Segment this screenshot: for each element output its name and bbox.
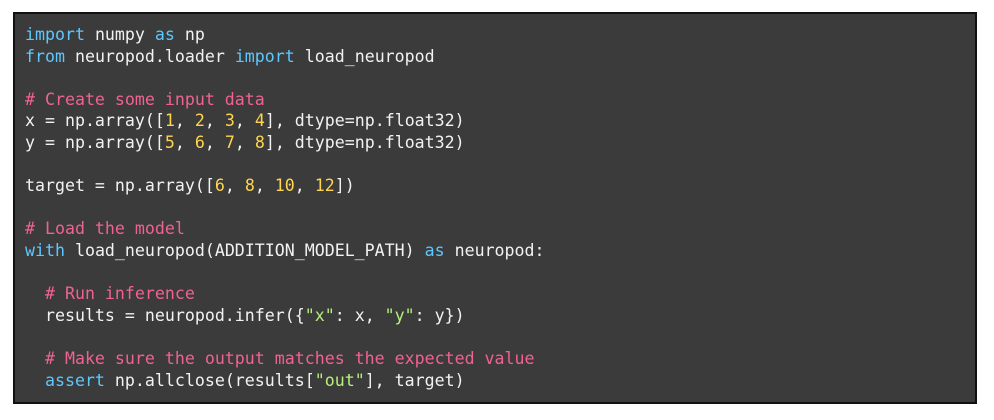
code-token: 6	[194, 132, 205, 152]
code-token: ,	[294, 176, 315, 196]
code-token: ,	[204, 132, 225, 152]
code-token: y = np.array([	[25, 132, 165, 152]
code-token: 4	[254, 111, 265, 131]
code-token: ], target)	[364, 370, 465, 390]
code-token: ], dtype=np.float32)	[264, 132, 465, 152]
code-token: ,	[174, 111, 195, 131]
code-token: ,	[254, 176, 275, 196]
code-token: np	[174, 25, 205, 44]
code-token	[25, 349, 45, 368]
code-token: # Make sure the output matches the expec…	[44, 348, 535, 368]
code-token: with	[25, 240, 65, 260]
code-token: # Run inference	[44, 284, 195, 304]
code-line: # Load the model	[25, 218, 545, 240]
code-token: np.allclose(results[	[104, 370, 315, 390]
code-line	[25, 154, 545, 176]
code-line: x = np.array([1, 2, 3, 4], dtype=np.floa…	[25, 110, 545, 132]
code-token: as	[154, 25, 175, 44]
code-token: from	[25, 46, 65, 66]
code-token: ,	[234, 132, 255, 152]
code-token: 12	[314, 176, 335, 196]
code-line: # Run inference	[25, 283, 545, 305]
code-token: # Load the model	[25, 219, 185, 239]
code-token: ,	[174, 132, 195, 152]
code-token: 5	[164, 132, 175, 152]
code-token: assert	[44, 370, 105, 390]
code-token: "x"	[304, 305, 335, 325]
code-token: 1	[164, 111, 175, 131]
code-token: numpy	[84, 25, 155, 44]
code-line: import numpy as np	[25, 24, 545, 46]
code-token: 10	[274, 176, 295, 196]
code-token: 3	[224, 111, 235, 131]
code-token: ,	[224, 176, 245, 196]
code-line: from neuropod.loader import load_neuropo…	[25, 46, 545, 68]
code-token	[25, 371, 45, 390]
code-line: # Create some input data	[25, 89, 545, 111]
code-token: "out"	[314, 370, 365, 390]
code-token: 2	[194, 111, 205, 131]
code-line: y = np.array([5, 6, 7, 8], dtype=np.floa…	[25, 132, 545, 154]
code-line	[25, 67, 545, 89]
code-line	[25, 197, 545, 219]
code-token: "y"	[384, 305, 415, 325]
code-token: 8	[254, 132, 265, 152]
code-token: : y})	[414, 305, 465, 325]
code-token: # Create some input data	[25, 89, 265, 109]
code-line: results = neuropod.infer({"x": x, "y": y…	[25, 305, 545, 327]
code-token: as	[424, 240, 445, 260]
code-token: ])	[334, 176, 355, 196]
code-token: ], dtype=np.float32)	[264, 111, 465, 131]
code-token: 8	[244, 176, 255, 196]
code-token: ,	[204, 111, 225, 131]
code-token: import	[234, 46, 295, 66]
code-token: import	[25, 25, 85, 44]
code-line	[25, 326, 545, 348]
code-token: 7	[224, 132, 235, 152]
code-token: results = neuropod.infer({	[25, 305, 305, 325]
code-token: load_neuropod(ADDITION_MODEL_PATH)	[64, 240, 425, 260]
code-token: target = np.array([	[25, 176, 215, 196]
code-token: : x,	[334, 305, 385, 325]
code-token: neuropod.loader	[64, 46, 235, 66]
code-token	[25, 284, 45, 303]
code-token: x = np.array([	[25, 111, 165, 131]
code-line: assert np.allclose(results["out"], targe…	[25, 370, 545, 392]
code-line: target = np.array([6, 8, 10, 12])	[25, 175, 545, 197]
code-token: 6	[214, 176, 225, 196]
code-line: with load_neuropod(ADDITION_MODEL_PATH) …	[25, 240, 545, 262]
code-line	[25, 262, 545, 284]
code-token: neuropod:	[444, 240, 545, 260]
code-token: load_neuropod	[294, 46, 435, 66]
code-line: # Make sure the output matches the expec…	[25, 348, 545, 370]
code-token: ,	[234, 111, 255, 131]
